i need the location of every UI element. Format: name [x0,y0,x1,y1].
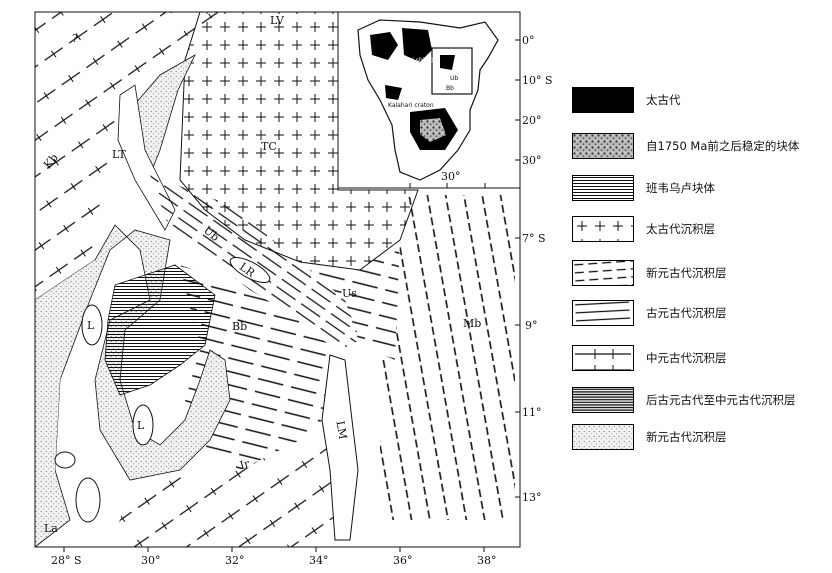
africa-outline [357,19,499,181]
inset-tick-20: 20° [522,114,542,127]
lr-lake [229,256,271,284]
us-region [300,240,400,360]
legend-label-neo-sediment-2: 新元古代沉积层 [646,430,727,444]
legend-label-archean-sediment: 太古代沉积层 [646,222,715,236]
legend-swatch-stable-block [572,133,634,159]
inset-map: Kasai shield Kalahari craton Ub Bb 0° 10… [337,11,553,189]
label-ir: Ir [238,457,251,472]
legend-label-late-paleo-meso: 后古元古代至中元古代沉积层 [646,393,796,407]
legend-swatch-paleo-sediment [572,300,634,326]
inset-tick-0: 0° [522,34,535,47]
lm-lake [321,354,359,541]
label-q: ? [72,32,78,45]
legend-label-stable-block: 自1750 Ma前之后稳定的块体 [646,139,800,153]
mb-region [380,195,515,520]
bottom-ticks: 28° S 30° 32° 34° 36° 38° [51,547,497,567]
inset-tick-lon-30: 30° [441,170,461,183]
label-bb: Bb [232,320,247,333]
label-lm: LM [333,420,349,441]
legend-swatch-late-paleo-meso [572,387,634,413]
tick-lon-34: 34° [309,554,329,567]
label-us: Us [342,287,357,300]
right-ticks: 7° S 9° 11° 13° [515,232,546,504]
legend-swatch-archean [572,87,634,113]
label-tc: TC [261,140,277,153]
inset-craton-label: Kalahari craton [388,102,434,109]
inset-ub-label: Ub [450,75,458,82]
tick-lon-36: 36° [393,554,413,567]
label-mb: Mb [463,317,481,330]
tick-lat-13: 13° [522,491,542,504]
legend-label-neo-sediment: 新元古代沉积层 [646,266,727,280]
legend-swatch-bangweulu [572,175,634,201]
inset-bb-label: Bb [446,85,454,92]
inset-tick-10: 10° S [522,74,553,87]
tick-lon-30: 30° [141,554,161,567]
tick-lat-11: 11° [522,406,542,419]
legend-swatch-neo-sediment-2 [572,424,634,450]
inset-shield-label: Kasai shield [398,57,434,64]
legend-swatch-meso-sediment [572,345,634,371]
ub-belt [150,175,360,350]
legend-swatch-archean-sediment [572,216,634,242]
legend-label-paleo-sediment: 古元古代沉积层 [646,306,727,320]
tick-lon-28: 28° S [51,554,82,567]
legend-label-archean: 太古代 [646,93,681,107]
legend-label-bangweulu: 班韦乌卢块体 [646,181,715,195]
label-lt: LT [112,148,126,161]
tick-lat-7: 7° S [522,232,546,245]
tick-lon-32: 32° [225,554,245,567]
tick-lat-9: 9° [525,319,538,332]
inset-tick-30: 30° [522,154,542,167]
kb-region [35,12,220,300]
label-l1: L [87,319,95,332]
label-la: La [44,522,58,535]
legend-label-meso-sediment: 中元古代沉积层 [646,351,727,365]
label-lv: LV [270,14,285,27]
bb-region [180,265,345,470]
tick-lon-38: 38° [477,554,497,567]
label-l2: L [137,419,145,432]
ir-region [100,400,360,547]
bangweulu-block [104,264,216,396]
legend-swatch-neo-sediment [572,260,634,286]
